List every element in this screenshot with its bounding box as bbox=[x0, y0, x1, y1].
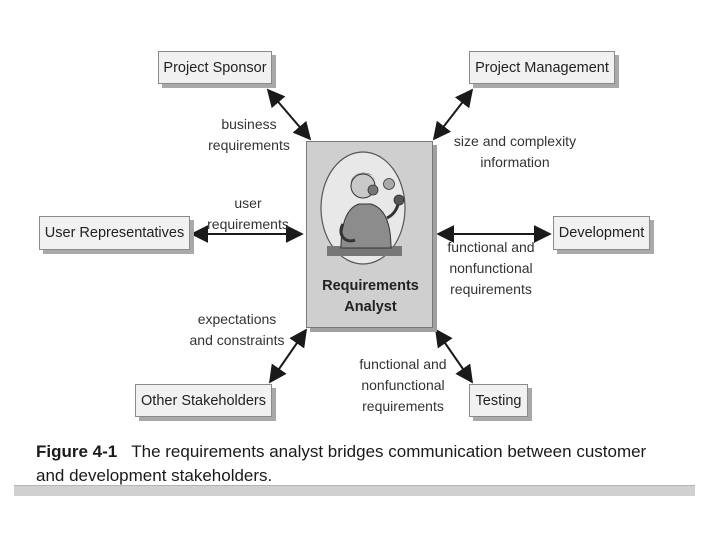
other-stakeholders-box: Other Stakeholders bbox=[135, 384, 272, 417]
development-box: Development bbox=[553, 216, 650, 250]
arrow-project-management bbox=[432, 88, 474, 141]
project-management-box: Project Management bbox=[469, 51, 615, 84]
flow-label-expectations: expectations and constraints bbox=[178, 309, 296, 351]
user-representatives-box: User Representatives bbox=[39, 216, 190, 250]
figure-caption-text: The requirements analyst bridges communi… bbox=[36, 442, 647, 485]
arrow-other-stakeholders bbox=[268, 328, 308, 384]
juggler-illustration bbox=[320, 151, 406, 265]
flow-label-line: requirements bbox=[362, 398, 444, 414]
flow-label-line: nonfunctional bbox=[449, 260, 533, 276]
flow-label-line: functional and bbox=[447, 239, 535, 255]
flow-label-dev-functional: functional and nonfunctional requirement… bbox=[436, 237, 546, 300]
arrow-project-sponsor bbox=[266, 88, 312, 141]
flow-label-line: and constraints bbox=[189, 332, 285, 348]
flow-label-line: expectations bbox=[197, 311, 277, 327]
project-sponsor-box: Project Sponsor bbox=[158, 51, 272, 84]
figure-caption-label: Figure 4-1 bbox=[36, 442, 118, 461]
flow-label-size-complexity: size and complexity information bbox=[438, 131, 592, 173]
requirements-analyst-title: Requirements Analyst bbox=[307, 276, 434, 318]
flow-label-line: information bbox=[480, 154, 550, 170]
center-title-line2: Analyst bbox=[344, 299, 397, 315]
flow-label-business-requirements: business requirements bbox=[194, 114, 304, 156]
flow-label-line: nonfunctional bbox=[361, 377, 445, 393]
flow-label-line: business bbox=[221, 116, 277, 132]
flow-label-line: user bbox=[234, 195, 262, 211]
flow-label-line: requirements bbox=[207, 216, 289, 232]
bottom-divider bbox=[14, 485, 695, 496]
flow-label-test-functional: functional and nonfunctional requirement… bbox=[348, 354, 458, 417]
flow-label-line: requirements bbox=[450, 281, 532, 297]
center-title-line1: Requirements bbox=[322, 278, 419, 294]
flow-label-line: size and complexity bbox=[453, 133, 577, 149]
flow-label-user-requirements: user requirements bbox=[196, 193, 300, 235]
flow-label-line: functional and bbox=[359, 356, 447, 372]
requirements-analyst-box: Requirements Analyst bbox=[306, 141, 433, 328]
testing-box: Testing bbox=[469, 384, 528, 417]
flow-label-line: requirements bbox=[208, 137, 290, 153]
arrow-testing bbox=[434, 328, 474, 384]
